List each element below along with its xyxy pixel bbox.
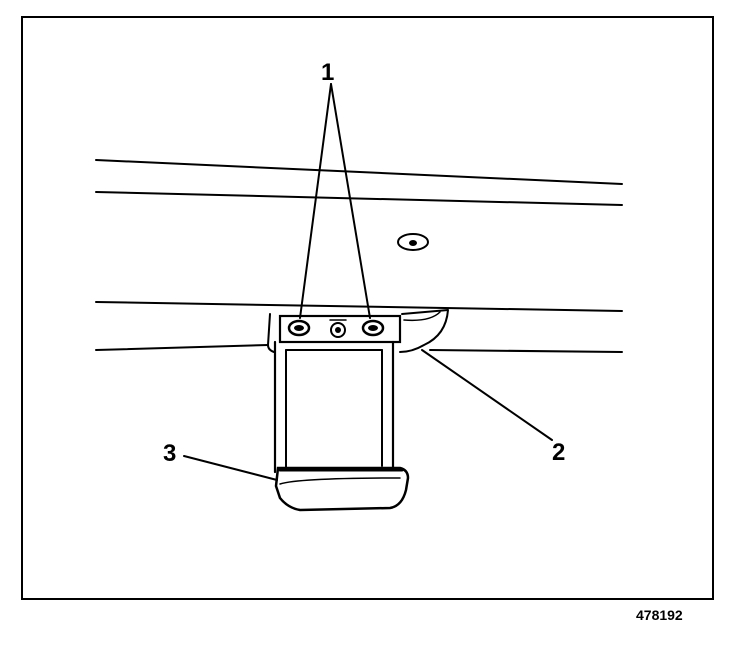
step-arm [273, 340, 395, 474]
callout-3-label: 3 [163, 440, 176, 467]
leader-lines [183, 83, 553, 481]
figure-number: 478192 [636, 607, 683, 623]
step-pad [274, 466, 410, 512]
callout-1-label: 1 [321, 59, 334, 86]
step-bracket [267, 309, 449, 353]
bolt-left [287, 319, 311, 337]
body-hole [397, 233, 429, 251]
body-panel [95, 159, 623, 353]
bolts [287, 319, 385, 337]
callout-2-label: 2 [552, 439, 565, 466]
figure-frame [21, 16, 714, 600]
bolt-right [361, 319, 385, 337]
